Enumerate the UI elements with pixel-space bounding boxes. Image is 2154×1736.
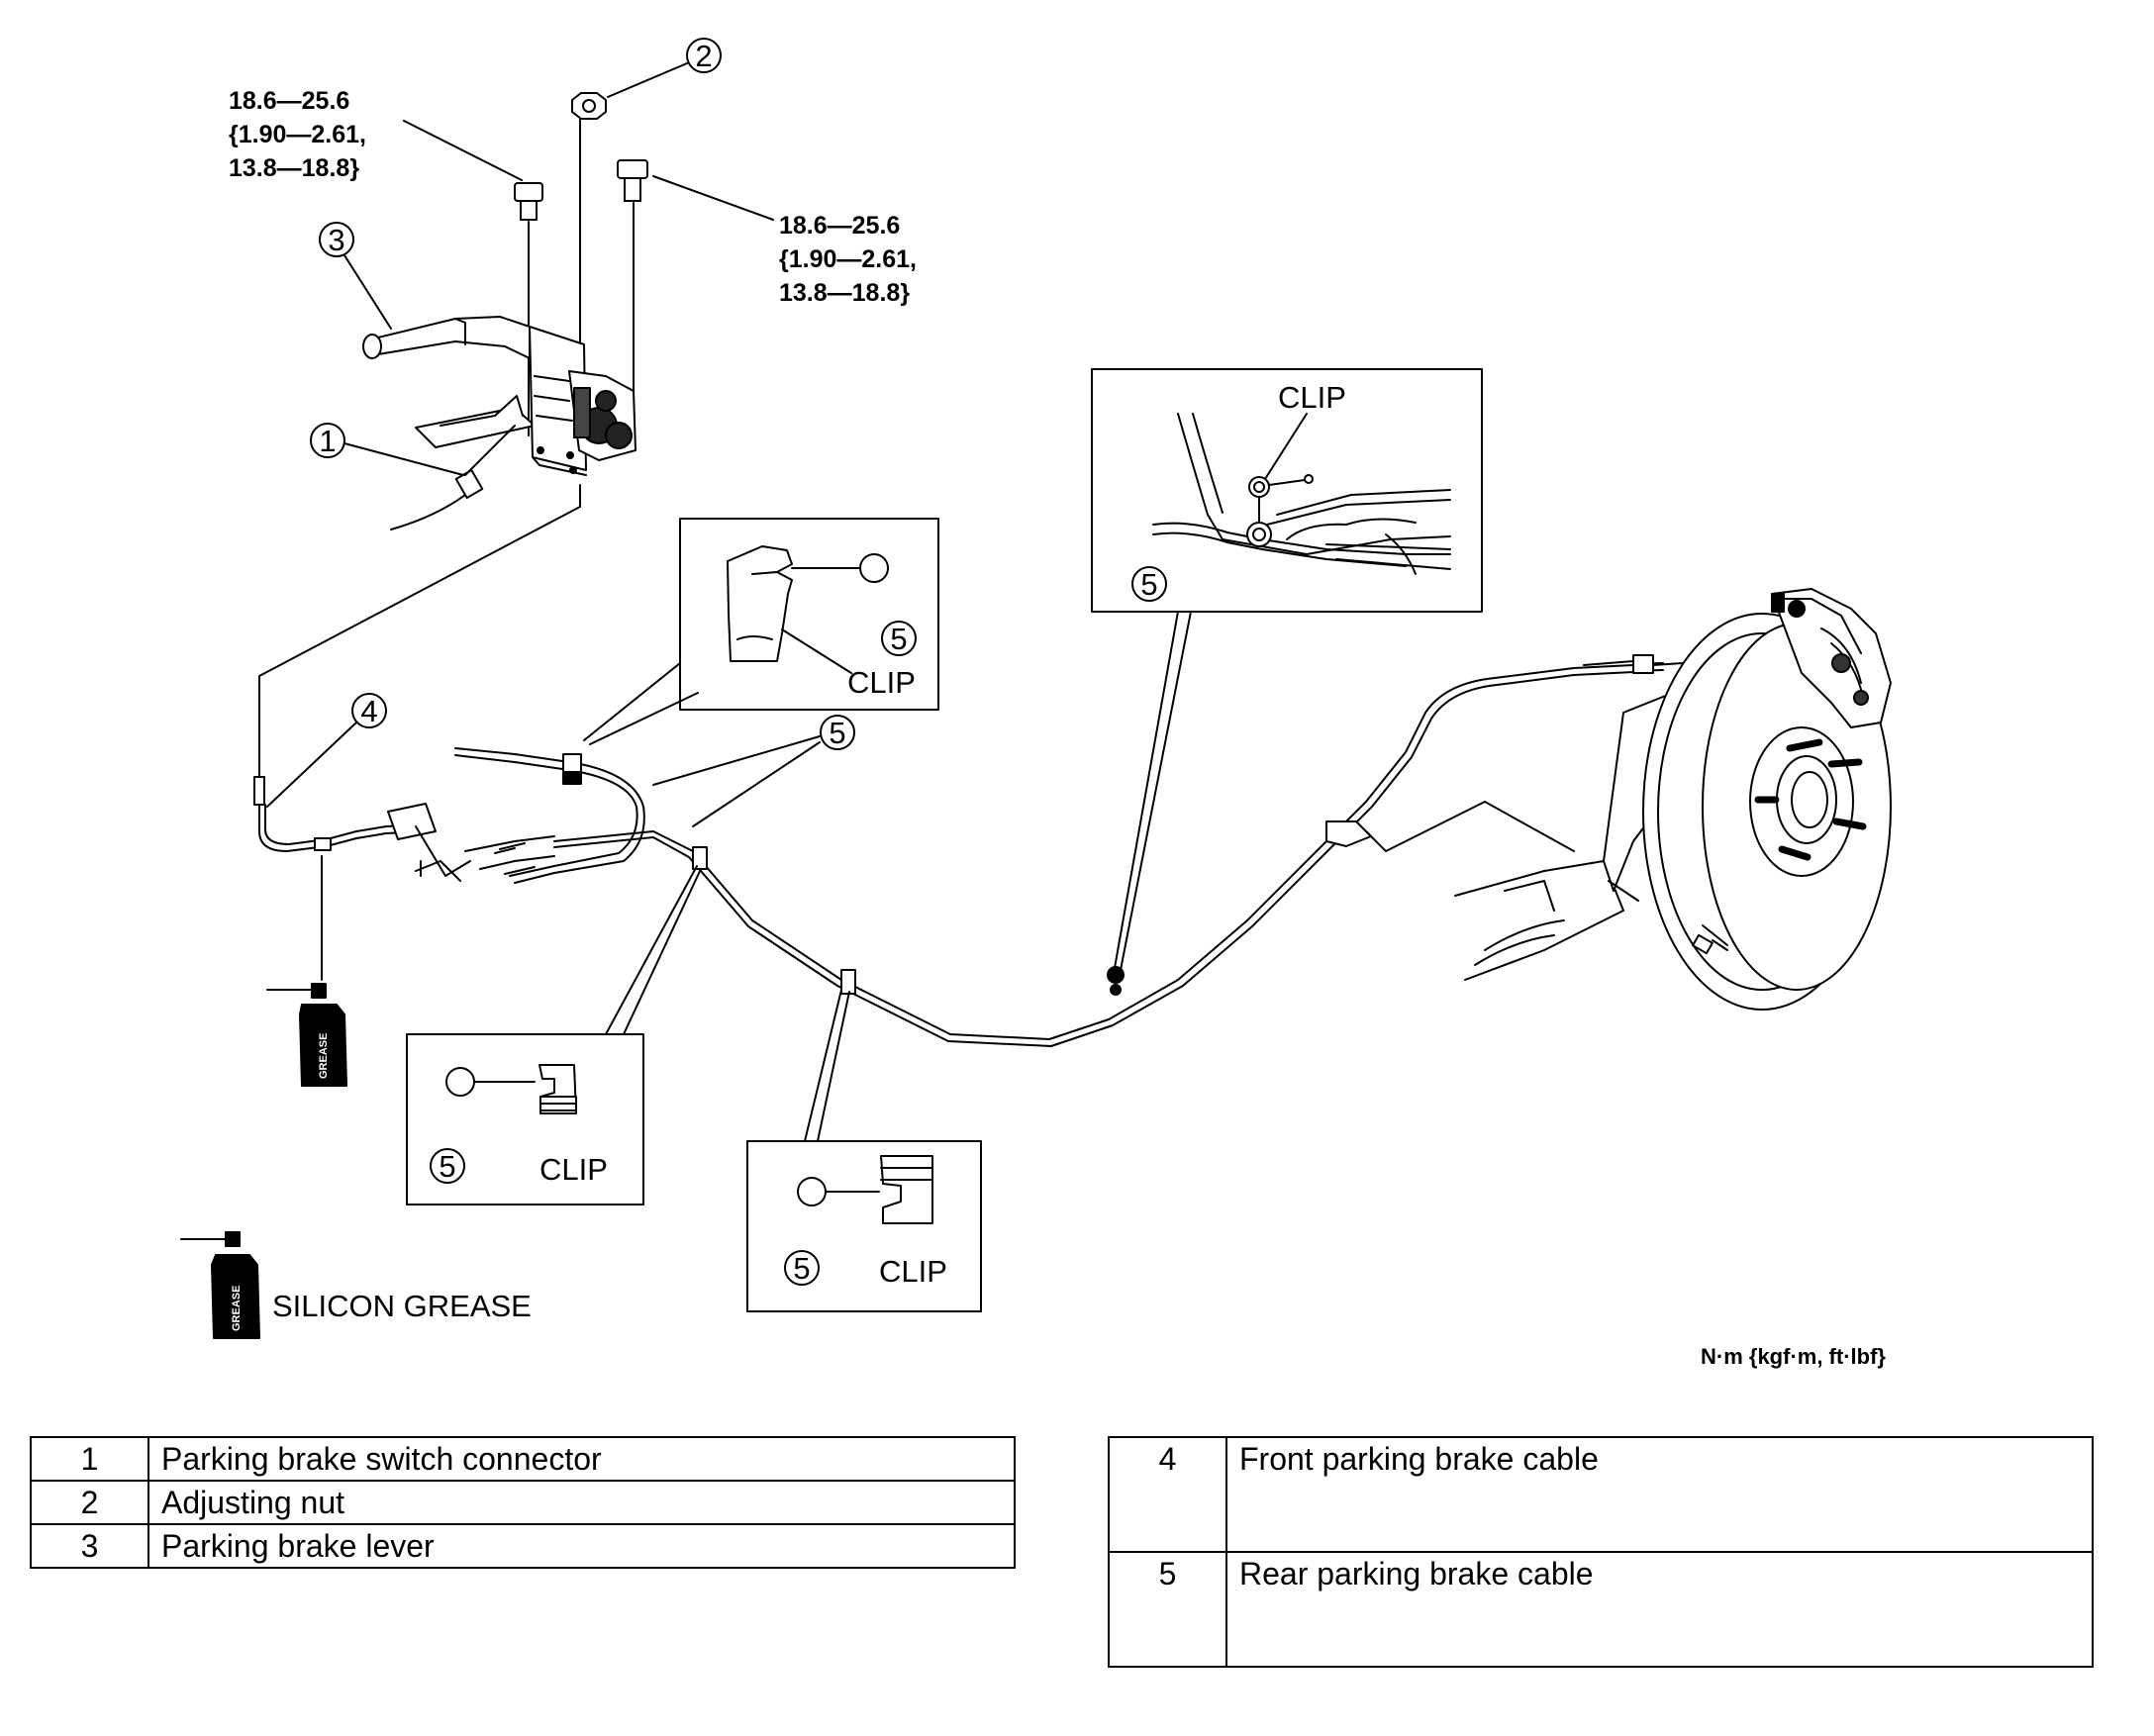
callout-4-label: 4 bbox=[360, 694, 377, 728]
clip-box-2-leader-b bbox=[623, 868, 702, 1035]
clip-box-3-leader-b bbox=[817, 991, 850, 1142]
front-parking-brake-cable bbox=[253, 776, 555, 882]
callout-1: 1 bbox=[310, 423, 345, 458]
wheel-studs bbox=[1754, 738, 1867, 861]
torque-left-leader bbox=[403, 120, 523, 181]
clip-box-2-callout-5: 5 bbox=[439, 1149, 455, 1184]
legend-table-left: 1 Parking brake switch connector 2 Adjus… bbox=[30, 1436, 1016, 1569]
adjusting-nut-icon bbox=[571, 92, 607, 120]
callout-3-leader bbox=[343, 254, 392, 330]
legend-table-right: 4 Front parking brake cable 5 Rear parki… bbox=[1108, 1436, 2094, 1668]
clip-box-1-callout-5: 5 bbox=[890, 622, 907, 656]
parking-brake-lever-assembly bbox=[258, 92, 648, 777]
clip-box-3-callout-5: 5 bbox=[793, 1251, 810, 1286]
legend-number: 2 bbox=[30, 1480, 149, 1525]
clip-detail-box-3: 5 CLIP bbox=[746, 1140, 982, 1312]
clip-box-2-label: CLIP bbox=[539, 1152, 608, 1187]
clip-box-3-label: CLIP bbox=[879, 1254, 947, 1289]
bolt-left-icon bbox=[514, 182, 543, 221]
callout-1-leader bbox=[343, 442, 464, 476]
callout-2-label: 2 bbox=[695, 39, 712, 73]
grease-legend-can-text: GREASE bbox=[231, 1286, 243, 1331]
legend-row: 4 Front parking brake cable bbox=[1108, 1436, 2094, 1553]
torque-right-leader bbox=[652, 175, 774, 221]
torque-spec-right: 18.6—25.6 {1.90—2.61, 13.8—18.8} bbox=[779, 212, 917, 307]
legend-number: 5 bbox=[1108, 1551, 1227, 1668]
clip-box-1-label: CLIP bbox=[847, 665, 916, 700]
clip-box-3-leader-a bbox=[804, 989, 842, 1142]
callout-3-label: 3 bbox=[328, 223, 344, 257]
torque-spec-right-line2: {1.90—2.61, bbox=[779, 245, 917, 273]
clip-box-4-callout-5: 5 bbox=[1140, 567, 1157, 602]
clip-detail-box-2: 5 CLIP bbox=[406, 1033, 644, 1206]
torque-spec-left-line1: 18.6—25.6 bbox=[229, 87, 349, 115]
callout-3: 3 bbox=[319, 222, 354, 257]
callout-1-label: 1 bbox=[319, 424, 336, 458]
legend-description: Front parking brake cable bbox=[1225, 1436, 2094, 1553]
grease-legend-label: SILICON GREASE bbox=[272, 1289, 532, 1323]
clip-box-4-leader-a bbox=[1114, 611, 1179, 969]
torque-spec-left-line2: {1.90—2.61, bbox=[229, 121, 366, 148]
callout-4: 4 bbox=[351, 693, 387, 728]
legend-number: 3 bbox=[30, 1523, 149, 1569]
clip-cable-5 bbox=[1325, 820, 1372, 847]
clip-box-4-leader-b bbox=[1120, 611, 1192, 971]
legend-number: 4 bbox=[1108, 1436, 1227, 1553]
legend-row: 2 Adjusting nut bbox=[30, 1480, 1016, 1525]
legend-description: Rear parking brake cable bbox=[1225, 1551, 2094, 1668]
legend-description: Parking brake switch connector bbox=[147, 1436, 1016, 1482]
callout-4-leader bbox=[266, 722, 357, 808]
clip-cable-1 bbox=[562, 753, 582, 785]
rear-parking-brake-cable bbox=[454, 654, 1684, 1047]
legend-number: 1 bbox=[30, 1436, 149, 1482]
callout-2-leader bbox=[607, 62, 688, 98]
torque-spec-right-line3: 13.8—18.8} bbox=[779, 279, 910, 307]
clip-cable-2 bbox=[692, 846, 708, 870]
callout-2: 2 bbox=[686, 38, 722, 73]
torque-spec-left-line3: 13.8—18.8} bbox=[229, 154, 359, 182]
legend-description: Adjusting nut bbox=[147, 1480, 1016, 1525]
bolt-right-icon bbox=[617, 159, 648, 202]
clip-box-4-label: CLIP bbox=[1278, 380, 1346, 415]
torque-spec-right-line1: 18.6—25.6 bbox=[779, 212, 900, 240]
grease-legend: GREASE SILICON GREASE bbox=[180, 1231, 532, 1339]
callout-5-leader-b bbox=[692, 741, 821, 827]
clip-detail-box-1: 5 CLIP bbox=[679, 518, 939, 711]
units-label: N·m {kgf·m, ft·lbf} bbox=[1701, 1344, 1886, 1369]
callout-5-leader-a bbox=[652, 735, 821, 786]
clip-cable-3 bbox=[840, 969, 856, 995]
legend-description: Parking brake lever bbox=[147, 1523, 1016, 1569]
legend-row: 5 Rear parking brake cable bbox=[1108, 1551, 2094, 1668]
legend-row: 3 Parking brake lever bbox=[30, 1523, 1016, 1569]
clip-box-1-leader-b bbox=[589, 692, 699, 745]
rear-brake-assembly bbox=[1365, 588, 1892, 1011]
clip-box-2-leader-a bbox=[605, 865, 698, 1035]
grease-can-text: GREASE bbox=[318, 1033, 330, 1079]
clip-cable-4 bbox=[1107, 966, 1125, 996]
legend-row: 1 Parking brake switch connector bbox=[30, 1436, 1016, 1482]
clip-detail-box-4: CLIP 5 bbox=[1091, 368, 1483, 613]
grease-can-icon: GREASE bbox=[266, 983, 347, 1087]
clip-box-1-leader-a bbox=[583, 662, 681, 741]
callout-5-center: 5 bbox=[820, 715, 855, 750]
callout-5-center-label: 5 bbox=[829, 716, 845, 750]
torque-spec-left: 18.6—25.6 {1.90—2.61, 13.8—18.8} bbox=[229, 87, 366, 182]
